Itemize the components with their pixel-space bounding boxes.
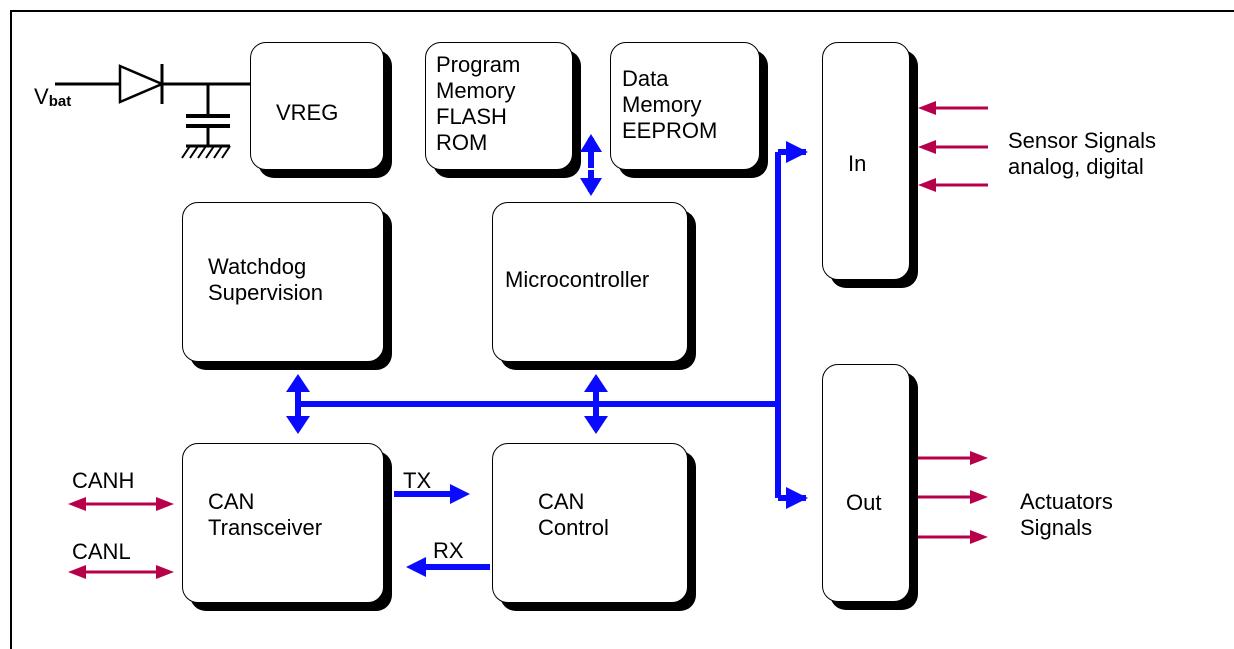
capacitor-icon	[186, 84, 230, 146]
out-block: Out	[822, 364, 918, 610]
watchdog-block: Watchdog Supervision	[182, 202, 392, 370]
program-memory-label: Program Memory FLASH ROM	[436, 52, 521, 155]
canh-arrow	[68, 497, 174, 511]
canl-label: CANL	[72, 539, 131, 564]
vbat-sub: bat	[48, 93, 72, 110]
vreg-block: VREG	[250, 42, 392, 178]
out-label: Out	[846, 490, 882, 515]
can-transceiver-block: CAN Transceiver	[182, 443, 392, 611]
diagram-frame	[10, 10, 1234, 649]
sensor-signals-label: Sensor Signals analog, digital	[1008, 128, 1156, 179]
sensor-arrows	[918, 101, 988, 192]
program-memory-block: Program Memory FLASH ROM	[425, 42, 581, 178]
vbat-main: V	[34, 84, 49, 109]
data-memory-label: Data Memory EEPROM	[622, 66, 718, 143]
data-memory-block: Data Memory EEPROM	[610, 42, 768, 178]
in-label: In	[848, 151, 867, 176]
canh-label: CANH	[72, 468, 135, 493]
tx-label: TX	[403, 468, 432, 493]
microcontroller-block: Microcontroller	[492, 202, 696, 370]
ground-icon	[181, 144, 231, 159]
rx-arrow	[406, 557, 490, 577]
vbat-label: Vbat	[34, 58, 71, 113]
tx-arrow	[394, 484, 470, 504]
rx-label: RX	[433, 538, 464, 563]
vreg-label: VREG	[276, 100, 339, 125]
watchdog-bus-arrow	[286, 374, 310, 434]
can-control-block: CAN Control	[492, 443, 696, 611]
diode-icon	[55, 64, 250, 104]
system-bus	[298, 141, 808, 509]
can-transceiver-label: CAN Transceiver	[208, 489, 323, 540]
watchdog-label: Watchdog Supervision	[208, 254, 323, 305]
in-block: In	[822, 42, 918, 288]
actuator-arrows	[918, 451, 988, 544]
actuators-signals-label: Actuators Signals	[1020, 489, 1113, 540]
memory-bus-arrow	[580, 134, 612, 196]
can-control-label: CAN Control	[538, 489, 609, 540]
microcontroller-label: Microcontroller	[505, 267, 650, 292]
canl-arrow	[68, 565, 174, 579]
microcontroller-bus-arrow	[584, 374, 608, 434]
